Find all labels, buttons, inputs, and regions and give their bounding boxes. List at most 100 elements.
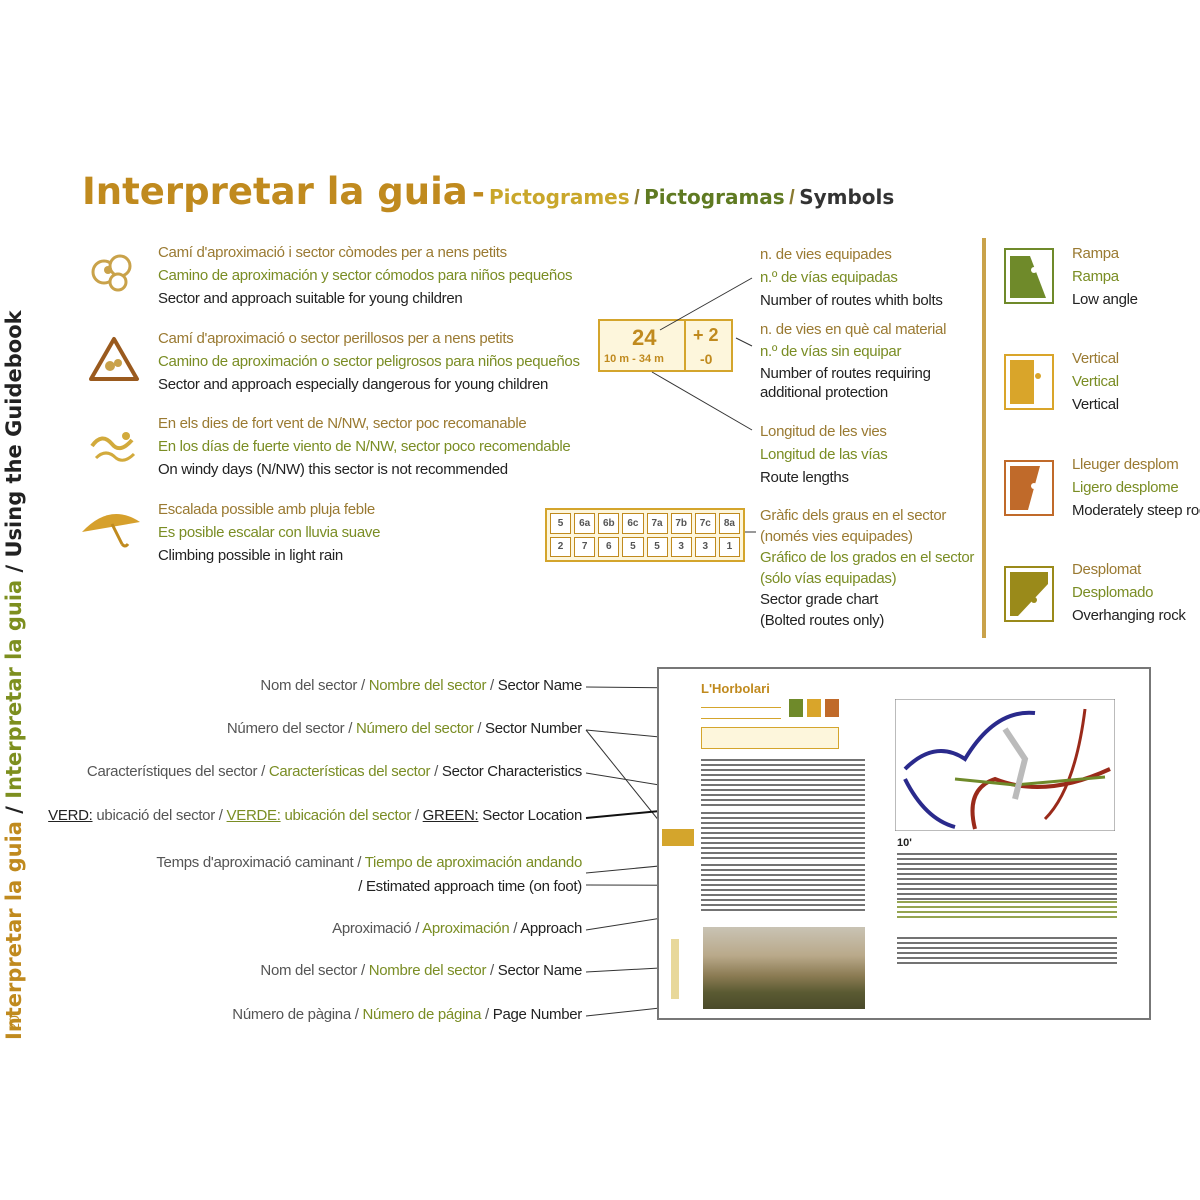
vertical-icon [1004, 354, 1054, 410]
legend-es: Desplomado [1072, 584, 1154, 601]
callout-es: Tiempo de aproximación andando [364, 854, 583, 871]
family-icon [91, 254, 132, 292]
legend-ca: Desplomat [1072, 561, 1141, 578]
legend-es: Longitud de las vías [760, 446, 888, 463]
route-length-range: 10 m - 34 m [604, 353, 664, 365]
callout-en: Sector Name [497, 677, 583, 694]
legend-danger: Camí d'aproximació o sector perillosos p… [158, 327, 580, 396]
count-cell: 6 [598, 536, 620, 557]
wind-icon [90, 432, 136, 462]
sample-page-preview: L'Horbolari 10' [657, 667, 1151, 1020]
legend-es: Rampa [1072, 268, 1119, 285]
grade-cell: 6b [598, 513, 620, 534]
legend-en: Number of routes whith bolts [760, 292, 943, 309]
title-dash: - [472, 171, 485, 212]
legend-ca: n. de vies equipades [760, 246, 892, 263]
legend-es: Gráfico de los grados en el sector [760, 549, 975, 566]
side-sep: / [2, 798, 26, 822]
grade-chart-label: Gràfic dels graus en el sector (només vi… [760, 505, 974, 631]
preview-approach-time: 10' [897, 837, 912, 849]
callout-en: / Estimated approach time (on foot) [358, 878, 582, 895]
slightly-overhanging-icon [1004, 460, 1054, 516]
count-cell: 5 [646, 536, 668, 557]
title-catalan: Pictogrames [489, 185, 630, 209]
grade-cell: 8a [718, 513, 740, 534]
legend-en: Sector grade chart [760, 591, 878, 608]
legend-en: Low angle [1072, 291, 1138, 308]
callout-ca: Nom del sector [260, 962, 358, 979]
title-spanish: Pictogramas [644, 185, 785, 209]
side-title-catalan: Interpretar la guia [2, 821, 26, 1040]
count-cell: 3 [694, 536, 716, 557]
legend-es: n.º de vías sin equipar [760, 343, 902, 360]
callout-es: ubicación del sector [284, 807, 412, 824]
legend-es: Vertical [1072, 373, 1119, 390]
preview-overhang-icon [825, 699, 839, 717]
callout-approach-time: Temps d'aproximació caminant / Tiempo de… [156, 854, 583, 895]
bolted-route-count: 24 [632, 325, 657, 350]
grade-cell: 5 [550, 513, 572, 534]
legend-ca: Vertical [1072, 350, 1119, 367]
legend-ca: En els dies de fort vent de N/NW, sector… [158, 415, 527, 432]
preview-slab-icon [789, 699, 803, 717]
callout-es: Características del sector [268, 763, 431, 780]
route-label-length: Longitud de les vies Longitud de las vía… [760, 420, 888, 489]
legend-rain: Escalada possible amb pluja feble Es pos… [158, 498, 380, 567]
legend-en: Vertical [1072, 396, 1119, 413]
legend-en: Sector and approach especially dangerous… [158, 376, 549, 393]
legend-ca: Longitud de les vies [760, 423, 887, 440]
angle-moderate: Lleuger desplom Ligero desplome Moderate… [1072, 453, 1200, 522]
callout-sector-name-side: Nom del sector / Nombre del sector / Sec… [260, 962, 582, 979]
count-cell: 3 [670, 536, 692, 557]
legend-es: n.º de vías equipadas [760, 269, 898, 286]
side-title: Interpretar la guia / Interpretar la gui… [2, 240, 32, 1040]
legend-ca: Camí d'aproximació o sector perillosos p… [158, 330, 514, 347]
callout-ca: Aproximació [332, 920, 412, 937]
callout-ca: Número de pàgina [232, 1006, 351, 1023]
legend-en: Number of routes requiring [760, 365, 931, 382]
preview-icons [789, 699, 859, 719]
callout-es: Aproximación [422, 920, 510, 937]
legend-en: additional protection [760, 384, 888, 401]
callout-en: Sector Location [482, 807, 582, 824]
callout-en: GREEN: [422, 807, 479, 824]
callout-en: Sector Characteristics [441, 763, 582, 780]
callout-ca: Número del sector [226, 720, 345, 737]
preview-side-tab [671, 939, 679, 999]
title-separator: / [634, 187, 640, 209]
legend-ca: Rampa [1072, 245, 1119, 262]
legend-ca: Gràfic dels graus en el sector [760, 507, 947, 524]
grade-cell: 7b [670, 513, 692, 534]
title-separator: / [789, 187, 795, 209]
legend-ca: Camí d'aproximació i sector còmodes per … [158, 244, 507, 261]
slab-icon [1004, 248, 1054, 304]
callout-page-number: Número de pàgina / Número de página / Pa… [232, 1006, 582, 1023]
callout-ca: Nom del sector [260, 677, 358, 694]
callout-es: Número del sector [355, 720, 474, 737]
legend-es: (sólo vías equipadas) [760, 570, 897, 587]
callout-sector-number: Número del sector / Número del sector / … [226, 720, 582, 737]
callout-sector-location: VERD: ubicació del sector / VERDE: ubica… [48, 807, 582, 824]
grade-cell: 7a [646, 513, 668, 534]
legend-ca: (només vies equipades) [760, 528, 913, 545]
trad-route-count: + 2 [693, 325, 719, 345]
legend-es: Ligero desplome [1072, 479, 1179, 496]
legend-es: Camino de aproximación y sector cómodos … [158, 267, 573, 284]
angle-overhanging: Desplomat Desplomado Overhanging rock [1072, 558, 1186, 627]
callout-en: Sector Number [485, 720, 582, 737]
count-cell: 1 [718, 536, 740, 557]
grade-chart: 5 6a 6b 6c 7a 7b 7c 8a 2 7 6 5 5 3 3 1 [545, 508, 745, 562]
callout-ca: VERD: [48, 807, 93, 824]
legend-ca: n. de vies en què cal material [760, 321, 947, 338]
legend-es: Es posible escalar con lluvia suave [158, 524, 381, 541]
column-divider [982, 238, 986, 638]
callout-es: Número de página [362, 1006, 482, 1023]
legend-en: (Bolted routes only) [760, 612, 885, 629]
preview-vertical-icon [807, 699, 821, 717]
callout-en: Page Number [492, 1006, 583, 1023]
page-number: 20 [5, 1015, 22, 1031]
grade-cell: 6a [574, 513, 596, 534]
callout-ca: Temps d'aproximació caminant [156, 854, 354, 871]
legend-en: Moderately steep rock [1072, 502, 1200, 519]
angle-vertical: Vertical Vertical Vertical [1072, 347, 1119, 416]
